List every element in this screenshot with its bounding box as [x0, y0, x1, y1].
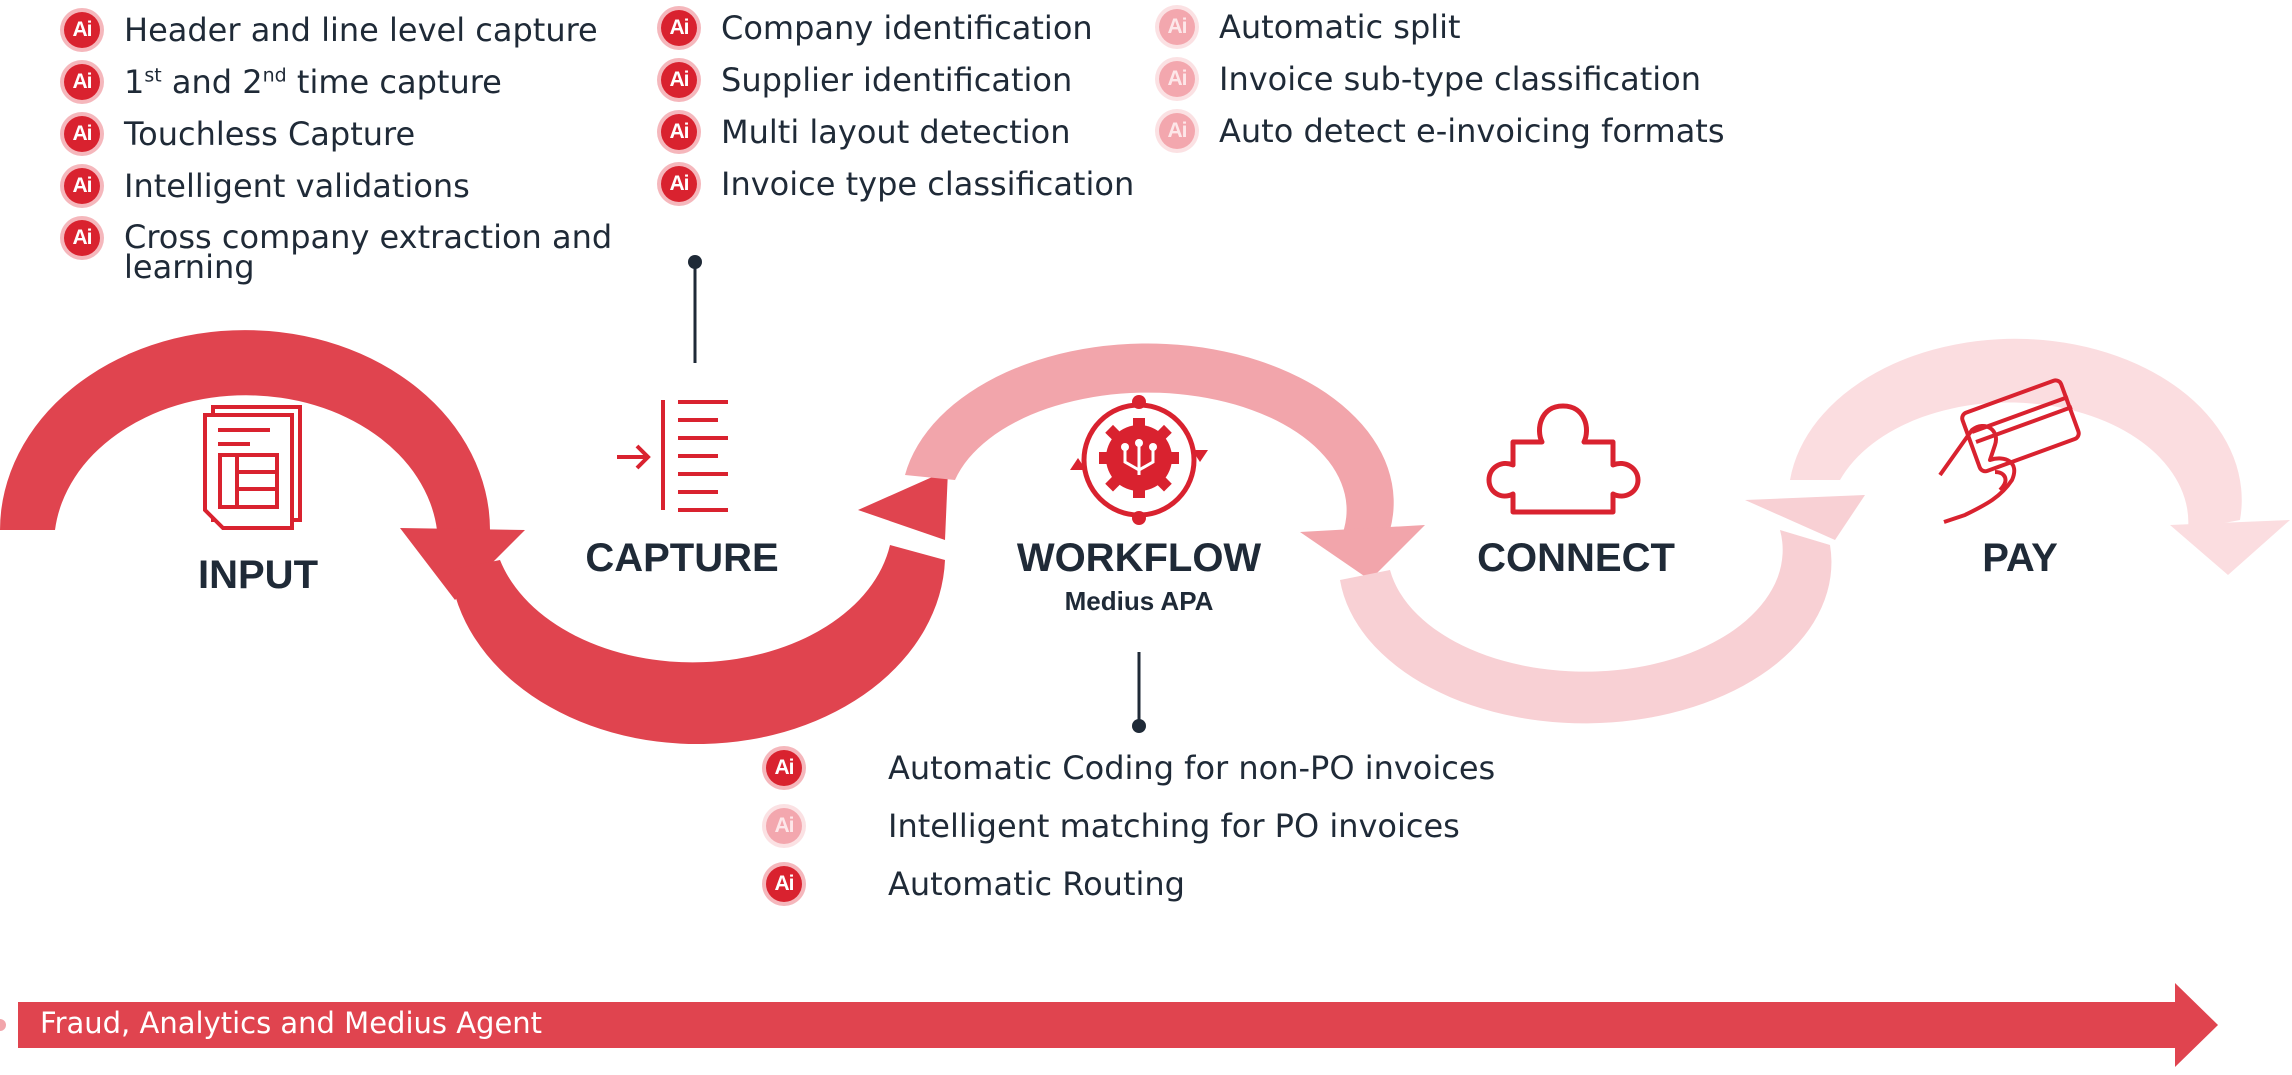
list-item: Ai Automatic Coding for non-PO invoices	[762, 746, 1522, 804]
capture-features-col1: Ai Header and line level capture Ai 1st …	[60, 8, 660, 286]
flow-arrowhead-connect	[1745, 495, 1865, 540]
document-stack-icon	[203, 405, 302, 530]
list-item: Ai Cross company extraction and learning	[60, 216, 660, 286]
feature-text: Automatic Routing	[888, 865, 1185, 903]
ai-badge-icon: Ai	[657, 58, 701, 102]
hand-card-icon	[1938, 378, 2081, 524]
stage-sublabel-workflow: Medius APA	[1064, 586, 1214, 616]
puzzle-icon	[1486, 403, 1641, 515]
flow-arrowhead-capture	[858, 470, 948, 540]
feature-text: Company identification	[721, 9, 1093, 47]
capture-connector-dot	[688, 255, 702, 269]
workflow-connector-dot	[1132, 719, 1146, 733]
stage-label-connect: CONNECT	[1477, 536, 1675, 580]
feature-text: Automatic Coding for non-PO invoices	[888, 749, 1496, 787]
list-item: Ai Company identification	[657, 6, 1177, 58]
ai-badge-icon: Ai	[657, 6, 701, 50]
feature-text: Touchless Capture	[124, 115, 416, 153]
flow-arrowhead-workflow	[1300, 525, 1425, 580]
feature-text: Intelligent validations	[124, 167, 470, 205]
ai-badge-icon: Ai	[762, 804, 806, 848]
list-item: Ai Multi layout detection	[657, 110, 1177, 162]
stage-label-capture: CAPTURE	[585, 536, 779, 580]
bottom-arrow	[0, 983, 2218, 1067]
list-item: Ai 1st and 2nd time capture	[60, 60, 660, 112]
capture-features-col2: Ai Company identification Ai Supplier id…	[657, 6, 1177, 214]
feature-text: Intelligent matching for PO invoices	[888, 807, 1460, 845]
workflow-features: Ai Automatic Coding for non-PO invoices …	[762, 746, 1522, 920]
ai-badge-icon: Ai	[60, 216, 104, 260]
ai-badge-icon: Ai	[1155, 5, 1199, 49]
stage-label-input: INPUT	[198, 553, 318, 597]
flow-arc-pay	[1790, 338, 2242, 530]
capture-lines-icon	[617, 400, 728, 512]
list-item: Ai Intelligent matching for PO invoices	[762, 804, 1522, 862]
stage-label-workflow: WORKFLOW	[1016, 536, 1262, 580]
feature-text: Cross company extraction and learning	[124, 218, 613, 286]
capture-features-col3: Ai Automatic split Ai Invoice sub-type c…	[1155, 5, 1795, 161]
flow-arrowhead-pay	[2170, 520, 2290, 575]
gear-cycle-icon	[1070, 395, 1208, 525]
list-item: Ai Intelligent validations	[60, 164, 660, 216]
flow-arc-connect	[1340, 530, 1832, 724]
ai-badge-icon: Ai	[762, 746, 806, 790]
flow-arc-input	[0, 330, 490, 530]
list-item: Ai Supplier identification	[657, 58, 1177, 110]
feature-text: Automatic split	[1219, 8, 1461, 46]
feature-text: Supplier identification	[721, 61, 1073, 99]
ai-badge-icon: Ai	[1155, 109, 1199, 153]
flow-arc-capture	[450, 545, 945, 745]
ai-badge-icon: Ai	[1155, 57, 1199, 101]
list-item: Ai Invoice sub-type classification	[1155, 57, 1795, 109]
feature-text: Header and line level capture	[124, 11, 598, 49]
flow-arc-workflow	[905, 343, 1394, 540]
ai-badge-icon: Ai	[60, 8, 104, 52]
list-item: Ai Automatic split	[1155, 5, 1795, 57]
feature-text: Auto detect e-invoicing formats	[1219, 112, 1725, 150]
ai-badge-icon: Ai	[60, 164, 104, 208]
ai-badge-icon: Ai	[60, 112, 104, 156]
feature-text: Multi layout detection	[721, 113, 1071, 151]
bottom-arrow-label: Fraud, Analytics and Medius Agent	[40, 1006, 543, 1040]
feature-text: 1st and 2nd time capture	[124, 63, 502, 101]
flow-arrowhead-input	[400, 528, 525, 600]
list-item: Ai Invoice type classification	[657, 162, 1177, 214]
feature-text: Invoice sub-type classification	[1219, 60, 1702, 98]
list-item: Ai Automatic Routing	[762, 862, 1522, 920]
list-item: Ai Header and line level capture	[60, 8, 660, 60]
ai-badge-icon: Ai	[762, 862, 806, 906]
list-item: Ai Auto detect e-invoicing formats	[1155, 109, 1795, 161]
ai-badge-icon: Ai	[657, 162, 701, 206]
feature-text: Invoice type classification	[721, 165, 1135, 203]
stage-label-pay: PAY	[1982, 536, 2058, 580]
ai-badge-icon: Ai	[60, 60, 104, 104]
list-item: Ai Touchless Capture	[60, 112, 660, 164]
ai-badge-icon: Ai	[657, 110, 701, 154]
